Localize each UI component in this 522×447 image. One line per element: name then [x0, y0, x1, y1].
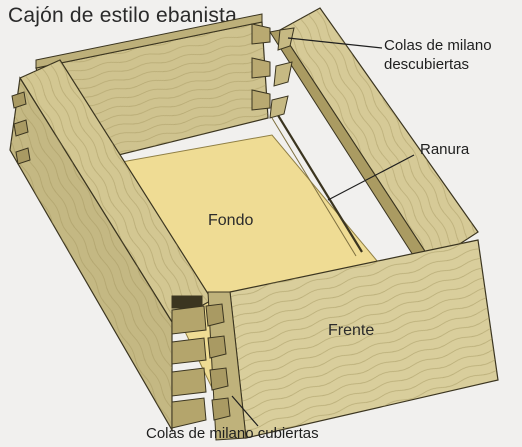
exposed-dovetails-line1: Colas de milano: [384, 37, 492, 54]
exposed-dovetails-line2: descubiertas: [384, 56, 470, 73]
right-side-panel: [269, 7, 479, 267]
callout-leaders: [231, 37, 415, 427]
front-panel: [205, 239, 499, 441]
exposed-dovetails-callout: Colas de milano descubiertas: [384, 36, 492, 74]
right-dovetails: [269, 27, 295, 119]
hidden-dovetails-callout: Colas de milano cubiertas: [146, 425, 319, 442]
left-side-panel: [9, 59, 213, 433]
figure-title: Cajón de estilo ebanista: [8, 4, 237, 27]
hidden-dovetails: [171, 295, 207, 429]
groove-callout: Ranura: [420, 141, 470, 158]
front-panel-label: Frente: [328, 322, 375, 339]
back-dovetails: [251, 23, 271, 111]
bottom-panel-label: Fondo: [208, 212, 254, 229]
